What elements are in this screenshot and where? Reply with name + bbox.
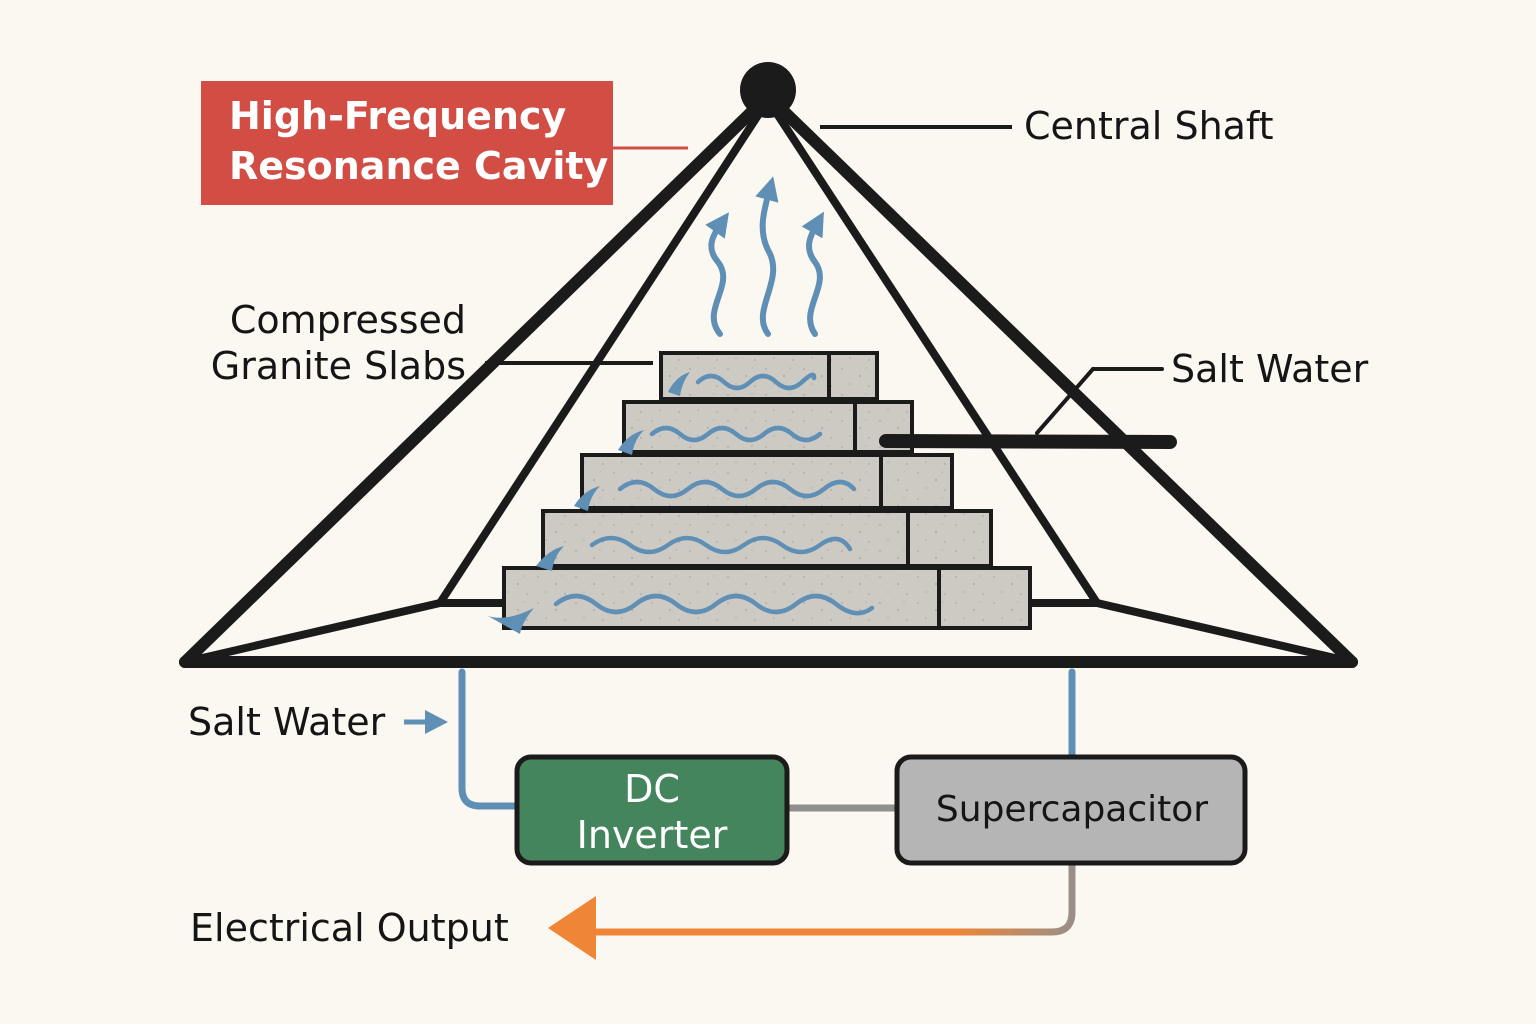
dc-inverter-label-line1: DC bbox=[624, 767, 680, 811]
dc-inverter-box bbox=[514, 754, 790, 866]
salt-water-pipe-label: Salt Water bbox=[1171, 347, 1369, 391]
slab-water-waves bbox=[553, 372, 875, 616]
apex-node bbox=[740, 62, 796, 118]
salt-water-inlet-label: Salt Water bbox=[188, 700, 386, 744]
electrical-output-arrowhead bbox=[548, 896, 596, 960]
resonance-cavity-label: High-Frequency Resonance Cavity bbox=[201, 81, 613, 205]
cavity-label-box bbox=[201, 81, 613, 205]
salt-water-inlet-arrow bbox=[404, 710, 448, 734]
circuit-wiring bbox=[458, 668, 1076, 936]
granite-slabs-label-line1: Compressed bbox=[229, 298, 466, 342]
central-shaft-label: Central Shaft bbox=[1024, 104, 1274, 148]
granite-slab bbox=[502, 566, 1032, 630]
resonance-cavity-label-line2: Resonance Cavity bbox=[229, 144, 609, 188]
granite-slabs-label: Compressed Granite Slabs bbox=[166, 297, 466, 389]
salt-water-pipe bbox=[879, 367, 1177, 449]
granite-slab-stack bbox=[502, 351, 1032, 630]
dc-inverter-label: DC Inverter bbox=[517, 766, 787, 858]
supercapacitor-label: Supercapacitor bbox=[935, 789, 1209, 830]
dc-inverter-label-line2: Inverter bbox=[576, 813, 728, 857]
rising-wave-arrows bbox=[705, 176, 824, 337]
supercapacitor-box bbox=[894, 754, 1248, 866]
pyramid-outer-frame bbox=[179, 90, 1358, 668]
electrical-output-label: Electrical Output bbox=[190, 906, 509, 950]
leader-lines bbox=[485, 125, 1012, 365]
resonance-cavity-label-line1: High-Frequency bbox=[229, 94, 567, 138]
slab-inlet-arrows bbox=[488, 372, 690, 634]
granite-slabs-label-line2: Granite Slabs bbox=[210, 344, 466, 388]
